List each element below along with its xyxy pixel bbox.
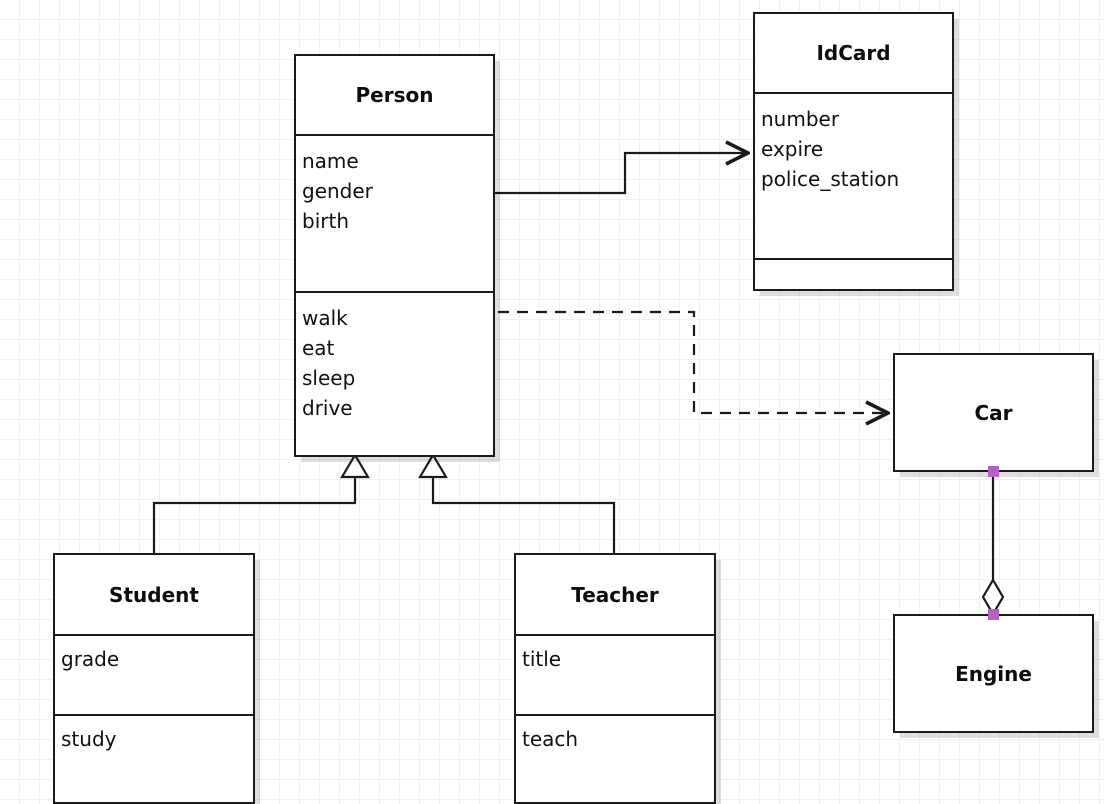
- class-name-section-car: Car: [895, 355, 1092, 470]
- attributes-section-idcard: number expire police_station: [755, 92, 952, 258]
- edge-endpoint-marker-car[interactable]: [988, 466, 999, 477]
- attribute-row: police_station: [761, 167, 900, 191]
- class-name-section-student: Student: [55, 555, 253, 634]
- attribute-row: number: [761, 107, 840, 131]
- attributes-section-student: grade: [55, 634, 253, 714]
- attributes-section-teacher: title: [516, 634, 714, 714]
- class-box-teacher[interactable]: Teacher title teach: [514, 553, 716, 804]
- edge-person-car: [498, 310, 888, 413]
- attributes-section-person: name gender birth: [296, 134, 493, 291]
- operation-row: walk: [302, 306, 348, 330]
- class-name-teacher: Teacher: [571, 582, 659, 607]
- class-box-engine[interactable]: Engine: [893, 614, 1094, 733]
- attribute-row: grade: [61, 647, 120, 671]
- attribute-row: title: [522, 647, 562, 671]
- class-name-section-person: Person: [296, 56, 493, 134]
- class-name-car: Car: [974, 400, 1013, 425]
- class-name-section-engine: Engine: [895, 616, 1092, 731]
- edge-person-idcard: [494, 153, 748, 195]
- class-name-section-teacher: Teacher: [516, 555, 714, 634]
- operation-row: drive: [302, 396, 353, 420]
- class-box-car[interactable]: Car: [893, 353, 1094, 472]
- class-box-student[interactable]: Student grade study: [53, 553, 255, 804]
- edge-student-person: [152, 452, 370, 553]
- edge-car-engine: [981, 471, 1005, 617]
- operations-section-idcard: [755, 258, 952, 293]
- operation-row: sleep: [302, 366, 356, 390]
- edge-teacher-person: [418, 452, 616, 553]
- operation-row: teach: [522, 727, 579, 751]
- attribute-row: expire: [761, 137, 824, 161]
- operation-row: eat: [302, 336, 335, 360]
- operation-row: study: [61, 727, 117, 751]
- class-name-engine: Engine: [955, 661, 1032, 686]
- class-name-section-idcard: IdCard: [755, 14, 952, 92]
- class-name-idcard: IdCard: [816, 41, 891, 65]
- attribute-row: name: [302, 149, 359, 173]
- attribute-row: gender: [302, 179, 373, 203]
- class-box-idcard[interactable]: IdCard number expire police_station: [753, 12, 954, 291]
- class-name-student: Student: [109, 582, 199, 607]
- operations-section-person: walk eat sleep drive: [296, 291, 493, 457]
- edge-endpoint-marker-engine[interactable]: [988, 609, 999, 620]
- operations-section-student: study: [55, 714, 253, 802]
- attribute-row: birth: [302, 209, 349, 233]
- class-name-person: Person: [355, 83, 434, 107]
- operations-section-teacher: teach: [516, 714, 714, 802]
- class-box-person[interactable]: Person name gender birth walk eat sleep …: [294, 54, 495, 457]
